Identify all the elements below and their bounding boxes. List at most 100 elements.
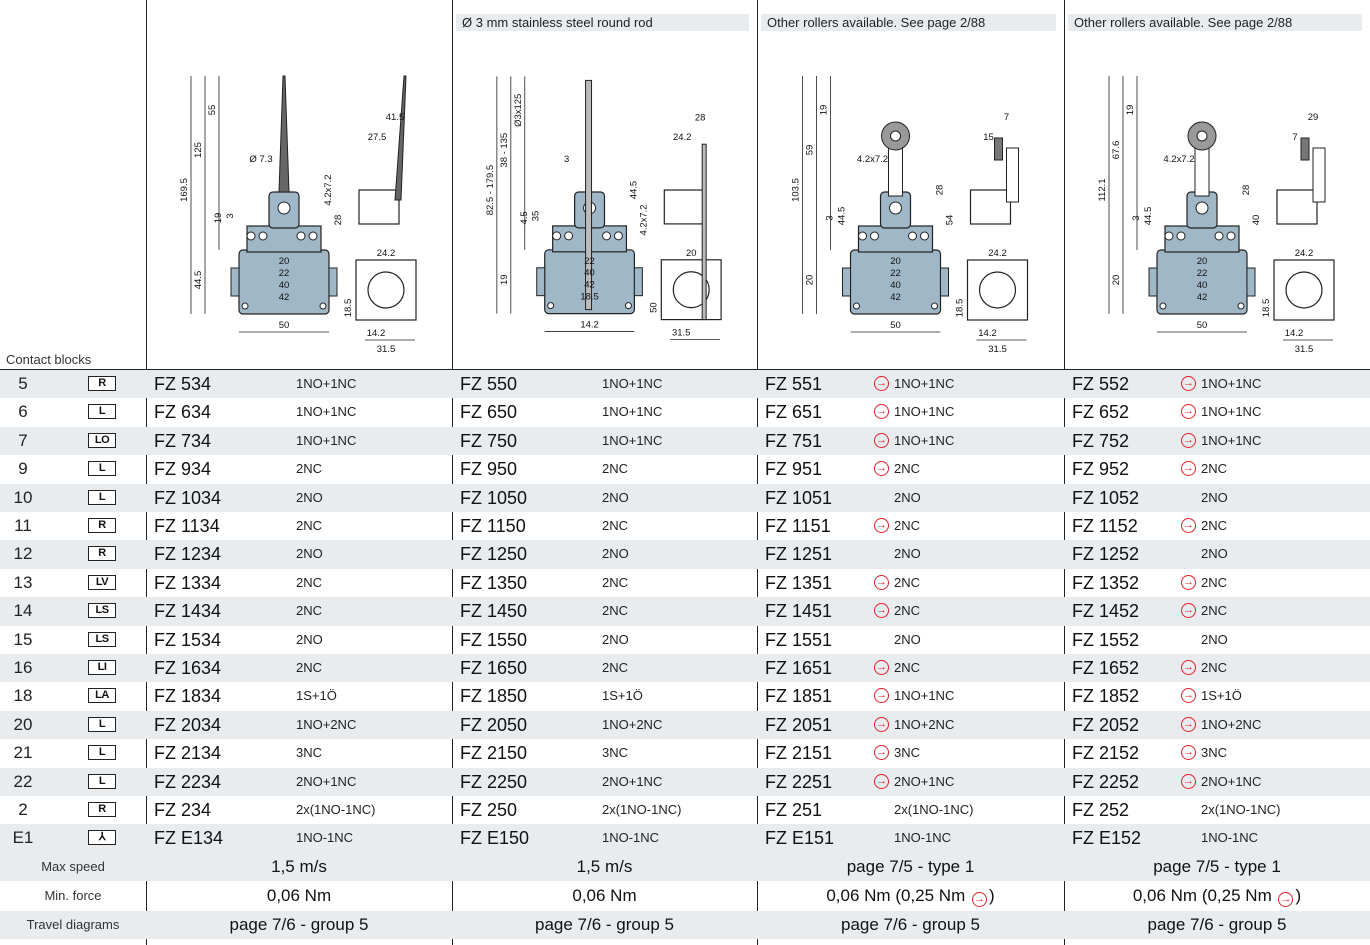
product-code[interactable]: FZ 2050 [460, 714, 528, 735]
product-code[interactable]: FZ 534 [154, 374, 212, 394]
contact-configuration: 2x(1NO-1NC) [602, 802, 682, 817]
dimension-label: 40 [1251, 215, 1262, 226]
product-code[interactable]: FZ 1234 [154, 544, 222, 565]
dimension-label: 82.5 - 179.5 [485, 165, 496, 215]
product-code[interactable]: FZ 1550 [460, 629, 528, 650]
product-code[interactable]: FZ 1551 [765, 629, 833, 650]
product-code[interactable]: FZ 2234 [154, 771, 222, 792]
product-code[interactable]: FZ 1434 [154, 601, 222, 622]
product-code[interactable]: FZ 1152 [1072, 516, 1138, 536]
conduit-entry-right [633, 267, 643, 297]
product-code[interactable]: FZ 1534 [154, 629, 222, 650]
product-code[interactable]: FZ 1052 [1072, 487, 1140, 508]
spec-label: Travel diagrams [26, 916, 120, 932]
product-code[interactable]: FZ 2252 [1072, 771, 1140, 792]
product-code[interactable]: FZ 1334 [154, 572, 222, 593]
contact-block-number: 20 [13, 714, 33, 734]
product-code[interactable]: FZ 1252 [1072, 544, 1140, 565]
contact-configuration: 2NO [894, 546, 921, 562]
product-code[interactable]: FZ E134 [154, 828, 224, 849]
product-code[interactable]: FZ 234 [154, 800, 212, 820]
product-code[interactable]: FZ 1352 [1072, 572, 1140, 593]
product-code[interactable]: FZ 751 [765, 430, 823, 451]
product-code[interactable]: FZ 1652 [1072, 658, 1140, 678]
product-code[interactable]: FZ 1050 [460, 487, 528, 508]
product-code[interactable]: FZ 2052 [1072, 714, 1140, 735]
dimension-label: 40 [890, 280, 901, 291]
positive-opening-arrow-icon: → [874, 688, 889, 704]
mounting-hole [241, 302, 249, 310]
terminal-screw [1226, 231, 1236, 241]
product-code[interactable]: FZ 1834 [154, 686, 222, 707]
roller-axle [890, 130, 901, 142]
product-code[interactable]: FZ 1350 [460, 572, 528, 593]
product-code[interactable]: FZ 1150 [460, 516, 526, 536]
product-code[interactable]: FZ 934 [154, 459, 212, 480]
product-code[interactable]: FZ 2250 [460, 771, 528, 792]
contact-configuration: 2NC [894, 660, 921, 675]
product-code[interactable]: FZ 552 [1072, 374, 1130, 394]
product-code[interactable]: FZ 1850 [460, 686, 528, 707]
spec-label: Max speed [41, 858, 105, 874]
product-code[interactable]: FZ E151 [765, 828, 835, 849]
product-code[interactable]: FZ 1651 [765, 658, 833, 678]
positive-opening-arrow-icon: → [874, 432, 889, 448]
product-code[interactable]: FZ 250 [460, 800, 518, 820]
product-code[interactable]: FZ 1351 [765, 572, 833, 593]
spec-value-text: 0,06 Nm [266, 885, 332, 905]
product-code[interactable]: FZ 650 [460, 402, 518, 423]
product-code[interactable]: FZ 2034 [154, 714, 222, 735]
product-code[interactable]: FZ E150 [460, 828, 530, 849]
contact-configuration: 3NC [602, 745, 629, 761]
product-code[interactable]: FZ 652 [1072, 402, 1130, 423]
product-code[interactable]: FZ 2151 [765, 743, 833, 764]
product-code[interactable]: FZ 952 [1072, 459, 1130, 480]
product-code[interactable]: FZ 651 [765, 402, 823, 423]
product-code[interactable]: FZ 1650 [460, 658, 528, 678]
mounting-hole [1159, 302, 1167, 310]
product-code[interactable]: FZ 750 [460, 430, 518, 451]
product-code[interactable]: FZ 950 [460, 459, 518, 480]
product-code[interactable]: FZ 1451 [765, 601, 833, 622]
product-code[interactable]: FZ 1134 [154, 516, 220, 536]
product-code[interactable]: FZ 2152 [1072, 743, 1140, 764]
product-code[interactable]: FZ 734 [154, 430, 212, 451]
product-code[interactable]: FZ 2134 [154, 743, 222, 764]
dimension-label: Ø3x125 [513, 94, 524, 127]
positive-opening-arrow-icon: → [971, 891, 987, 907]
product-code[interactable]: FZ 752 [1072, 430, 1130, 451]
product-code[interactable]: FZ E152 [1072, 828, 1142, 849]
product-code[interactable]: FZ 634 [154, 402, 212, 423]
contact-configuration: 1NO+1NC [602, 376, 663, 391]
product-code[interactable]: FZ 1250 [460, 544, 528, 565]
product-code[interactable]: FZ 251 [765, 800, 823, 820]
product-code[interactable]: FZ 2251 [765, 771, 833, 792]
switch-head [246, 225, 322, 253]
product-code[interactable]: FZ 1450 [460, 601, 528, 622]
product-code[interactable]: FZ 551 [765, 374, 823, 394]
product-code[interactable]: FZ 1634 [154, 658, 222, 678]
product-code[interactable]: FZ 951 [765, 459, 823, 480]
contact-configuration: 2NC [602, 660, 629, 675]
product-code[interactable]: FZ 1034 [154, 487, 222, 508]
dimension-label: 24.2 [988, 248, 1007, 259]
contact-block-badge: L [88, 773, 116, 789]
product-code[interactable]: FZ 550 [460, 374, 518, 394]
product-code[interactable]: FZ 1151 [765, 516, 831, 536]
product-code[interactable]: FZ 2051 [765, 714, 833, 735]
product-code[interactable]: FZ 1852 [1072, 686, 1140, 707]
positive-opening-arrow-icon: → [1181, 660, 1196, 675]
product-code[interactable]: FZ 1851 [765, 686, 833, 707]
product-code[interactable]: FZ 2150 [460, 743, 528, 764]
product-code[interactable]: FZ 1452 [1072, 601, 1140, 622]
product-code[interactable]: FZ 1552 [1072, 629, 1140, 650]
product-code[interactable]: FZ 1251 [765, 544, 833, 565]
roller-axle [1196, 130, 1208, 142]
product-code[interactable]: FZ 252 [1072, 800, 1130, 820]
product-code[interactable]: FZ 1051 [765, 487, 833, 508]
dimension-label: 15 [983, 132, 994, 143]
dimension-label: 44.5 [628, 181, 639, 199]
